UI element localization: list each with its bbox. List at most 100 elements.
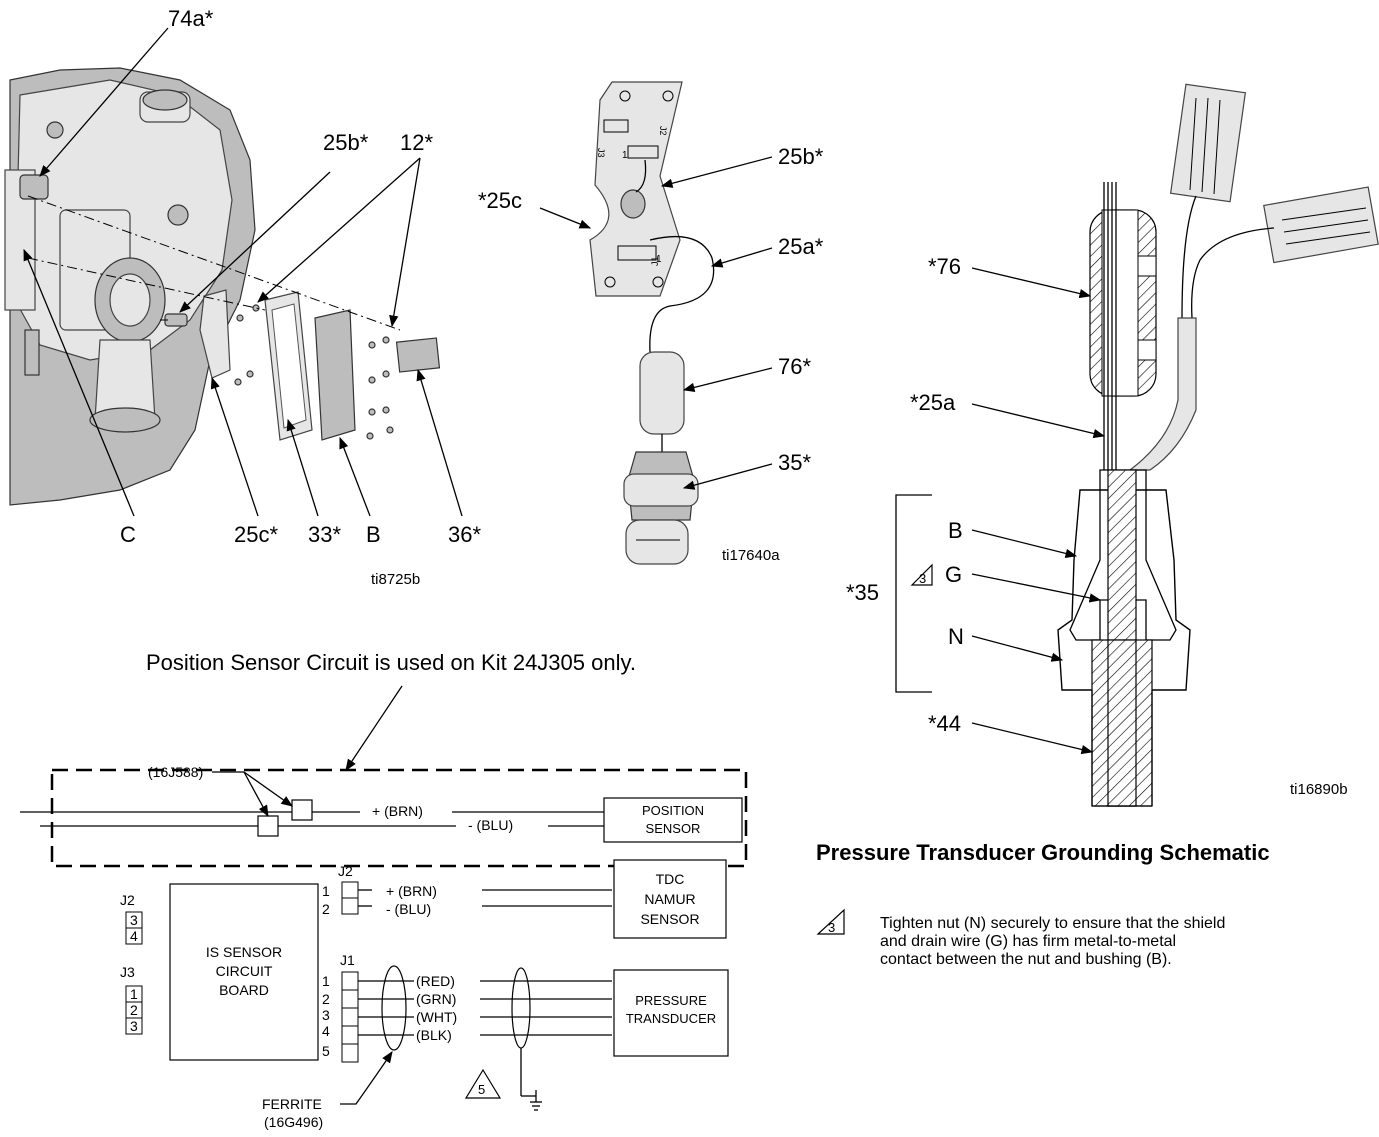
transducer-line2: TRANSDUCER	[626, 1011, 716, 1026]
leader-g-section	[971, 573, 1102, 603]
board-callout-35: 35*	[778, 450, 811, 475]
tdc-sensor-box	[613, 859, 727, 939]
leader-b-section	[971, 529, 1078, 558]
section-callout-n: N	[948, 624, 964, 649]
leader-25b-board	[660, 156, 773, 188]
wire-pigtails	[1169, 83, 1379, 319]
note-line-2: and drain wire (G) has firm metal-to-met…	[880, 933, 1176, 950]
board-label-j1: J1	[650, 256, 660, 266]
leader-44-section	[971, 722, 1094, 755]
callout-74a: 74a*	[168, 6, 214, 31]
leader-12b	[389, 157, 421, 328]
callout-12: 12*	[400, 130, 433, 155]
pump-housing-illustration	[4, 67, 256, 506]
j2-wire-blu: - (BLU)	[386, 901, 431, 917]
j1-pin-4: 4	[322, 1023, 330, 1039]
j1-pin-3: 3	[322, 1007, 330, 1023]
tdc-line3: SENSOR	[640, 911, 699, 927]
section-callout-25a: *25a	[910, 390, 956, 415]
bracket-35	[895, 494, 932, 693]
ferrite-part: (16G496)	[264, 1114, 323, 1130]
leader-25a-board	[710, 247, 773, 268]
note-flag-3-section-number: 3	[919, 571, 926, 586]
section-title: Pressure Transducer Grounding Schematic	[816, 840, 1270, 865]
position-sensor-line2: SENSOR	[646, 821, 701, 836]
ferrite-leader	[340, 1051, 393, 1105]
board-callout-25b: 25b*	[778, 144, 824, 169]
board-label-j2: J2	[658, 126, 668, 136]
ground-flag-5	[464, 1068, 502, 1099]
connector-35	[623, 451, 699, 565]
caption-arrow	[345, 685, 403, 771]
figure-ref-ti16890b: ti16890b	[1290, 781, 1348, 798]
j1-wire-blk: (BLK)	[416, 1027, 452, 1043]
position-sensor-box	[603, 797, 743, 843]
figure-ref-ti17640a: ti17640a	[722, 547, 780, 564]
cover-b	[314, 309, 356, 441]
part-16j588: (16J588)	[148, 764, 203, 780]
kit-boundary	[50, 768, 748, 868]
sensor-plug-25b	[160, 313, 188, 327]
assembly-line-1	[27, 195, 401, 331]
tdc-line1: TDC	[656, 871, 685, 887]
callout-b: B	[366, 522, 381, 547]
pos-brn-wire: + (BRN)	[372, 803, 423, 819]
part-25c-board	[199, 289, 231, 379]
sensor-plug-25b	[620, 189, 646, 219]
callout-c: C	[120, 522, 136, 547]
board-line2: CIRCUIT	[216, 963, 273, 979]
leader-n-section	[971, 635, 1064, 662]
board-label-pin1-j1: 1	[656, 254, 662, 265]
j2-wire-brn: + (BRN)	[386, 883, 437, 899]
label-36	[395, 337, 441, 373]
figure-ref-ti8725b: ti8725b	[371, 571, 420, 588]
j1-wire-grn: (GRN)	[416, 991, 456, 1007]
circuit-board-25c	[589, 81, 683, 297]
board-callout-76: 76*	[778, 354, 811, 379]
pressure-transducer-box	[613, 969, 729, 1057]
ferrite-76-section	[1089, 209, 1157, 397]
ferrite-loop	[381, 965, 407, 1051]
section-callout-76: *76	[928, 254, 961, 279]
leader-25b	[179, 171, 331, 313]
j1-pin-1: 1	[322, 973, 330, 989]
legend-j3-pin-1: 1	[130, 986, 138, 1002]
leader-12a	[257, 157, 421, 303]
note-line-1: Tighten nut (N) securely to ensure that …	[880, 915, 1225, 932]
legend-j2-pin-3: 3	[130, 912, 138, 928]
is-sensor-board-box	[169, 883, 319, 1061]
section-view: *76 *25a B 3 G *35 N *44 ti16890b Pressu…	[816, 83, 1379, 865]
callout-25c: 25c*	[234, 522, 278, 547]
connector-35-section	[1057, 469, 1191, 807]
transducer-line1: PRESSURE	[635, 993, 707, 1008]
pos-blu-wire: - (BLU)	[468, 817, 513, 833]
board-label-j3: J3	[596, 148, 606, 158]
tdc-line2: NAMUR	[644, 891, 695, 907]
board-line1: IS SENSOR	[206, 944, 282, 960]
ferrite-76	[639, 351, 685, 435]
section-callout-35: *35	[846, 580, 879, 605]
note-flag-3	[816, 908, 845, 935]
j2-connector-label: J2	[338, 863, 353, 879]
board-line3: BOARD	[219, 982, 269, 998]
leader-35-board	[682, 463, 773, 490]
leader-36	[416, 368, 463, 517]
grounding-note: 3 Tighten nut (N) securely to ensure tha…	[816, 908, 1225, 968]
splice-1	[257, 815, 279, 837]
leader-c	[23, 248, 135, 517]
cable-25a	[649, 236, 715, 353]
note-line-3: contact between the nut and bushing (B).	[880, 951, 1172, 968]
board-callout-25a: 25a*	[778, 234, 824, 259]
leader-74a	[39, 27, 169, 177]
note-flag-3-number: 3	[828, 920, 835, 935]
j1-wire-red: (RED)	[416, 973, 455, 989]
j1-wire-wht: (WHT)	[416, 1009, 457, 1025]
leader-76-board	[682, 367, 773, 392]
legend-j3-pin-3: 3	[130, 1018, 138, 1034]
note-flag-3-section	[910, 563, 933, 586]
leader-76-section	[971, 267, 1092, 299]
schematic-caption: Position Sensor Circuit is used on Kit 2…	[146, 650, 636, 675]
leader-25c-board	[539, 207, 592, 229]
callout-33: 33*	[308, 522, 341, 547]
leader-25a-section	[971, 403, 1106, 439]
